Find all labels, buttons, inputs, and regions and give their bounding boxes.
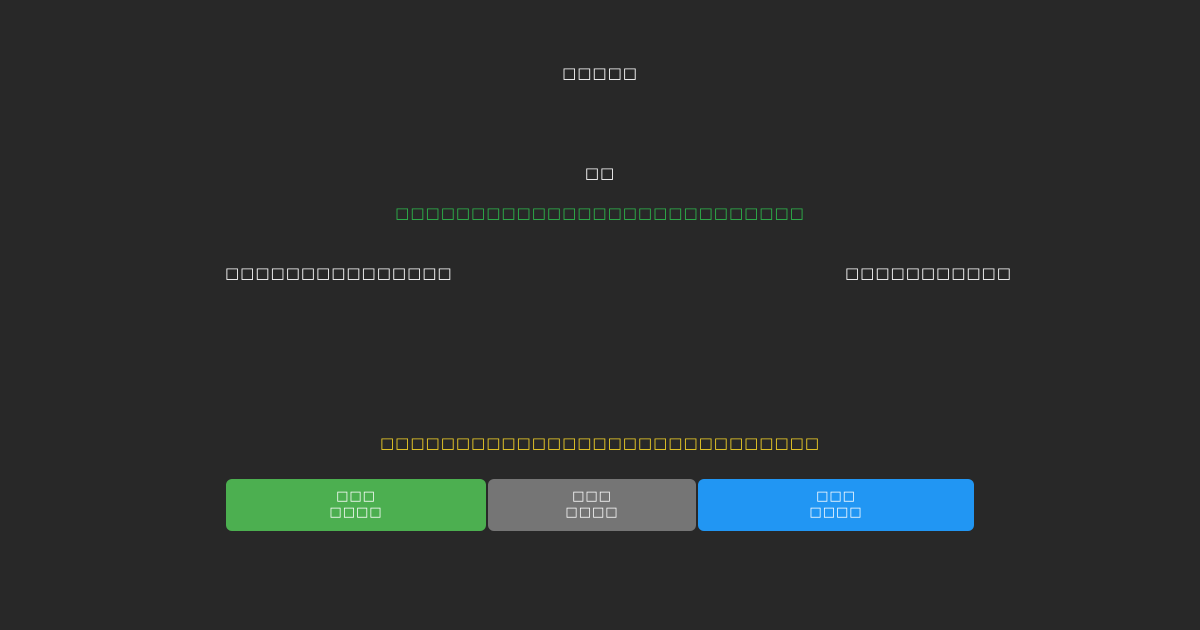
blue-action-button[interactable]: □□□ □□□□ bbox=[698, 479, 974, 531]
green-status-message: □□□□□□□□□□□□□□□□□□□□□□□□□□□ bbox=[395, 204, 805, 222]
yellow-warning-message: □□□□□□□□□□□□□□□□□□□□□□□□□□□□□ bbox=[380, 434, 820, 452]
subtitle-text: □□ bbox=[584, 164, 616, 182]
right-column-label: □□□□□□□□□□□ bbox=[845, 264, 1012, 282]
gray-action-button-line1: □□□ bbox=[572, 489, 612, 504]
green-action-button[interactable]: □□□ □□□□ bbox=[226, 479, 486, 531]
left-column-label: □□□□□□□□□□□□□□□ bbox=[225, 264, 453, 282]
action-button-row: □□□ □□□□ □□□ □□□□ □□□ □□□□ bbox=[226, 479, 974, 531]
green-action-button-line1: □□□ bbox=[336, 489, 376, 504]
green-action-button-line2: □□□□ bbox=[329, 505, 383, 520]
gray-action-button[interactable]: □□□ □□□□ bbox=[488, 479, 696, 531]
blue-action-button-line2: □□□□ bbox=[809, 505, 863, 520]
page-title: □□□□□ bbox=[562, 64, 638, 82]
gray-action-button-line2: □□□□ bbox=[565, 505, 619, 520]
blue-action-button-line1: □□□ bbox=[816, 489, 856, 504]
